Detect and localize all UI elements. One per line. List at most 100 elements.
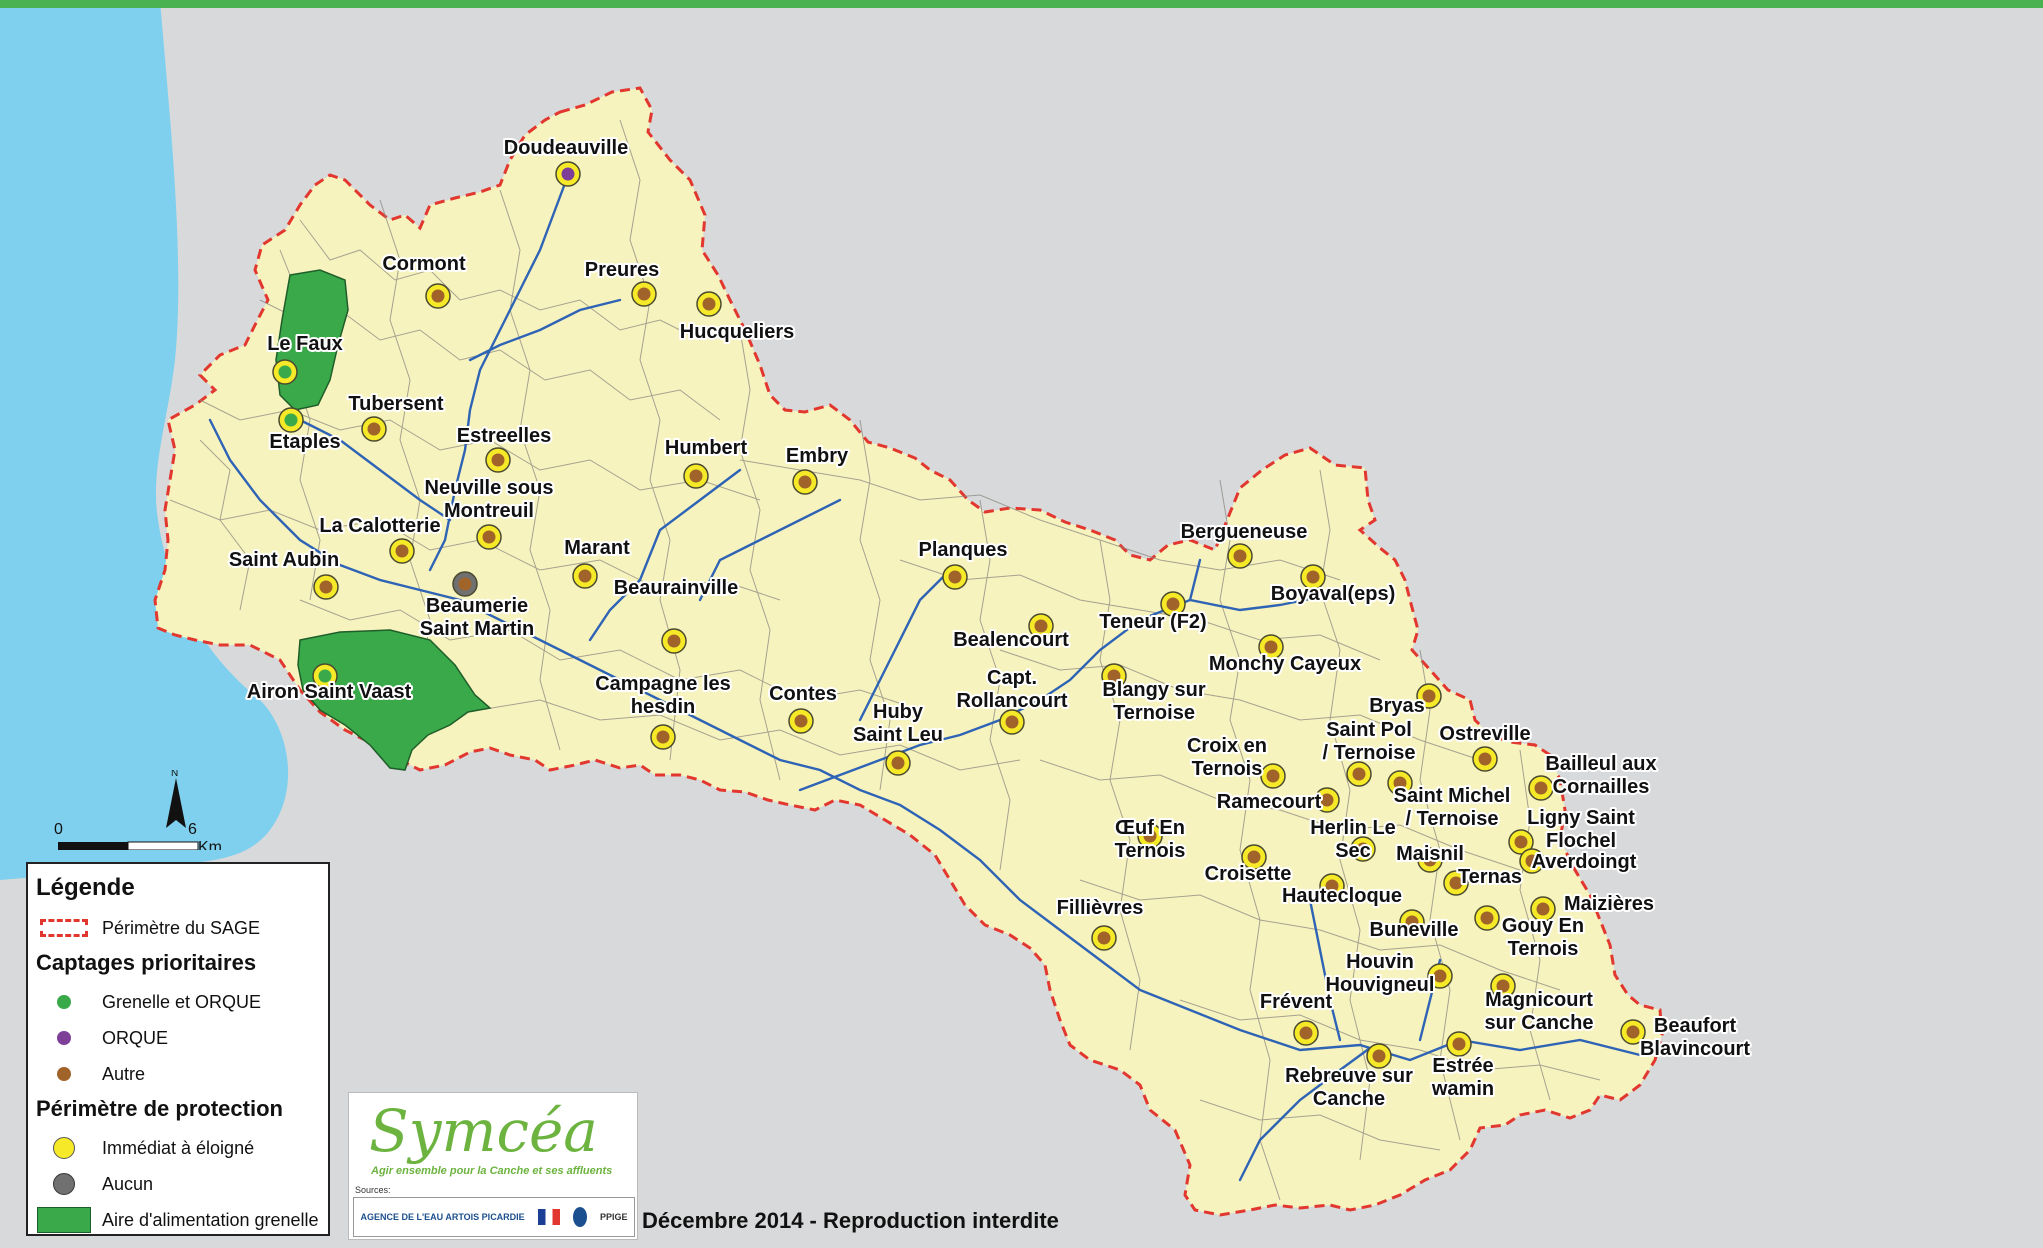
captage-marker-doudeauville	[555, 161, 581, 187]
captage-dot	[1166, 597, 1180, 611]
captage-marker-rebreuve-sur-canche	[1366, 1043, 1392, 1069]
captage-dot	[637, 287, 651, 301]
captage-dot	[1626, 1025, 1640, 1039]
captage-dot	[482, 530, 496, 544]
captage-dot	[491, 453, 505, 467]
captage-marker-tubersent	[361, 416, 387, 442]
legend-item-grenelle: Grenelle et ORQUE	[36, 984, 320, 1020]
symcea-logo: Symcéa Agir ensemble pour la Canche et s…	[348, 1092, 638, 1240]
captage-marker-ramecourt	[1314, 787, 1340, 813]
captage-marker-beaufort-blavincourt	[1620, 1019, 1646, 1045]
captage-label-cormont: Cormont	[382, 253, 466, 275]
captage-dot	[689, 469, 703, 483]
grenelle-dot-icon	[57, 995, 71, 1009]
captage-label-maisnil: Maisnil	[1396, 843, 1464, 865]
autre-dot-icon	[57, 1067, 71, 1081]
river-planquette	[858, 568, 952, 722]
captage-marker-monchy-cayeux	[1258, 634, 1284, 660]
captage-dot	[1452, 1037, 1466, 1051]
captage-marker-estree-wamin	[1446, 1031, 1472, 1057]
captage-marker-houvin-houvigneul	[1427, 963, 1453, 989]
scale-unit: Km	[198, 839, 222, 850]
legend-label: Aire d'alimentation grenelle	[102, 1209, 319, 1230]
legend-item-perimeter: Périmètre du SAGE	[36, 910, 320, 946]
captage-label-humbert: Humbert	[665, 437, 748, 459]
sources-label: Sources:	[355, 1185, 391, 1195]
captage-dot	[948, 570, 962, 584]
captage-dot	[578, 569, 592, 583]
captage-label-saint-aubin: Saint Aubin	[229, 549, 339, 571]
captage-marker-airon-saint-vaast	[312, 663, 338, 689]
captage-marker-ternas	[1443, 870, 1469, 896]
captage-marker-maisnil	[1417, 847, 1443, 873]
legend-item-immediat: Immédiat à éloigné	[36, 1130, 320, 1166]
captage-dot	[1372, 1049, 1386, 1063]
river-tributary-1	[468, 298, 622, 362]
captage-marker-beaurainville	[661, 628, 687, 654]
captage-dot	[1325, 879, 1339, 893]
logo-tagline: Agir ensemble pour la Canche et ses affl…	[371, 1165, 613, 1177]
legend-perimeter-label: Périmètre du SAGE	[102, 917, 261, 938]
captage-marker-preures	[631, 281, 657, 307]
yellow-ring-icon	[53, 1137, 75, 1159]
captage-dot	[1534, 781, 1548, 795]
river-creequoise	[588, 468, 742, 642]
legend-item-aire: Aire d'alimentation grenelle	[36, 1202, 320, 1238]
sage-basin	[153, 86, 1664, 1217]
captage-dot	[1097, 931, 1111, 945]
svg-text:N: N	[171, 770, 178, 779]
captage-dot	[1449, 876, 1463, 890]
captage-marker-capt-rollancourt	[999, 709, 1025, 735]
captage-label-beaurainville: Beaurainville	[614, 577, 739, 599]
captage-dot	[1496, 979, 1510, 993]
captage-dot	[798, 475, 812, 489]
captage-marker-ostreville	[1472, 746, 1498, 772]
orque-dot-icon	[57, 1031, 71, 1045]
captage-dot	[458, 577, 472, 591]
captage-label-bergueneuse: Bergueneuse	[1181, 521, 1308, 543]
captage-label-frevent: Frévent	[1260, 991, 1333, 1013]
captage-marker-beaumerie-saint-martin	[452, 571, 478, 597]
captage-marker-teneur-f2	[1160, 591, 1186, 617]
captage-label-ramecourt: Ramecourt	[1217, 791, 1322, 813]
captage-marker-campagne-les-hesdin	[650, 724, 676, 750]
commune-boundaries	[169, 119, 1601, 1201]
captage-marker-frevent	[1293, 1020, 1319, 1046]
captage-label-etaples: Etaples	[269, 431, 340, 453]
captage-dot	[1422, 689, 1436, 703]
republique-logo-icon	[537, 1209, 560, 1225]
captage-dot	[1299, 1026, 1313, 1040]
captage-label-ostreville: Ostreville	[1439, 723, 1530, 745]
grey-ring-icon	[53, 1173, 75, 1195]
captage-marker-contes	[788, 708, 814, 734]
captage-marker-marant	[572, 563, 598, 589]
captage-label-teneur-f2: Teneur (F2)	[1099, 611, 1206, 633]
green-area-swatch-icon	[37, 1207, 91, 1233]
captage-dot	[561, 167, 575, 181]
captage-marker-oeuf-en-ternois	[1137, 823, 1163, 849]
captage-marker-fillievres	[1091, 925, 1117, 951]
captage-dot	[431, 289, 445, 303]
captage-marker-blangy-sur-ternoise	[1101, 663, 1127, 689]
captage-marker-bealencourt	[1028, 613, 1054, 639]
captage-dot	[1423, 853, 1437, 867]
captage-label-capt-rollancourt: Capt.Rollancourt	[956, 667, 1067, 712]
captage-dot	[318, 669, 332, 683]
captage-marker-maizieres	[1530, 896, 1556, 922]
captage-label-bryas: Bryas	[1369, 695, 1425, 717]
captage-dot	[367, 422, 381, 436]
captage-dot	[1005, 715, 1019, 729]
captage-marker-bergueneuse	[1227, 543, 1253, 569]
captage-dot	[891, 756, 905, 770]
captage-marker-croisette	[1241, 844, 1267, 870]
captage-dot	[1320, 793, 1334, 807]
